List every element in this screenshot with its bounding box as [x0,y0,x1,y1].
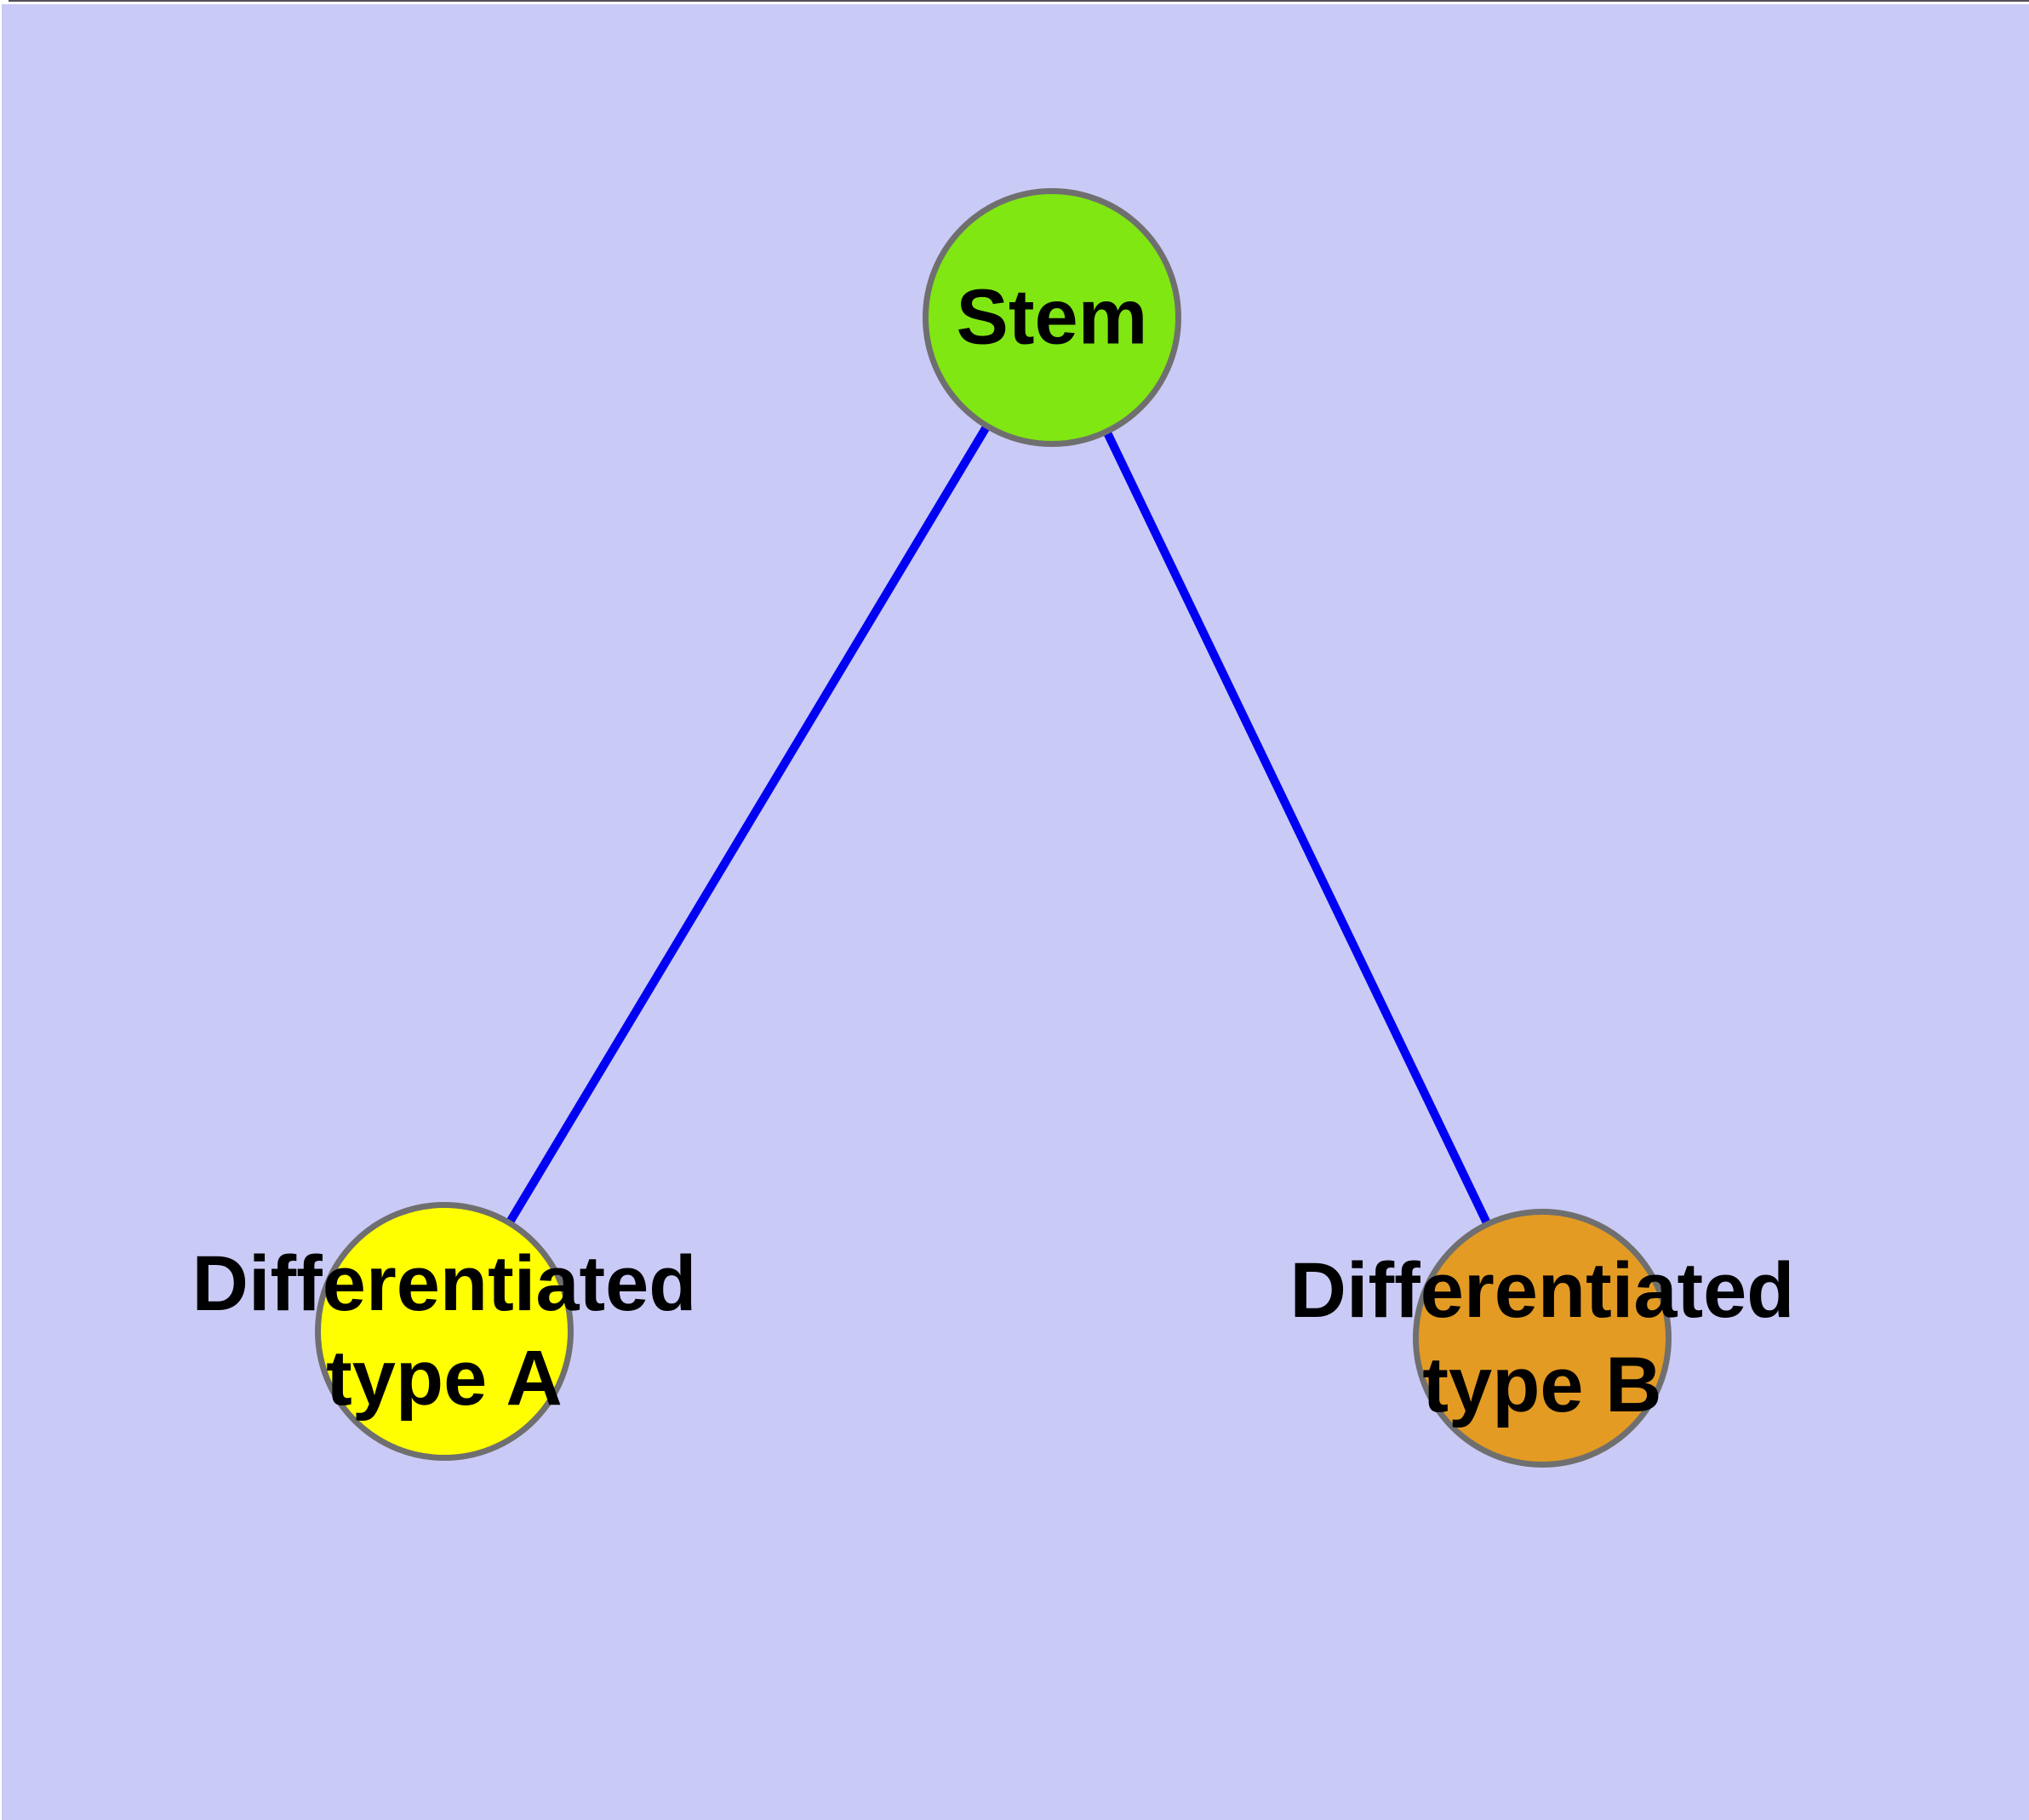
screen-edge-left-highlight [0,0,2,1820]
label-type-a-line1: Differentiated [191,1240,697,1327]
node-differentiated-type-b [1413,1209,1672,1468]
label-differentiated-type-b: Differentiated type B [1290,1244,1795,1433]
screen-edge-top-highlight [0,0,2029,4]
label-type-b-line2: type B [1422,1342,1662,1428]
edge-stem-to-type-a [440,315,1056,1334]
node-differentiated-type-a [315,1202,574,1461]
label-type-a-line2: type A [326,1335,563,1422]
node-stem [923,188,1181,447]
label-stem: Stem [957,271,1148,365]
edge-stem-to-type-b [1048,315,1546,1341]
label-differentiated-type-a: Differentiated type A [192,1237,697,1426]
label-stem-text: Stem [956,273,1148,361]
label-type-b-line1: Differentiated [1289,1247,1795,1334]
screen-edge-top-line [9,0,2029,2]
